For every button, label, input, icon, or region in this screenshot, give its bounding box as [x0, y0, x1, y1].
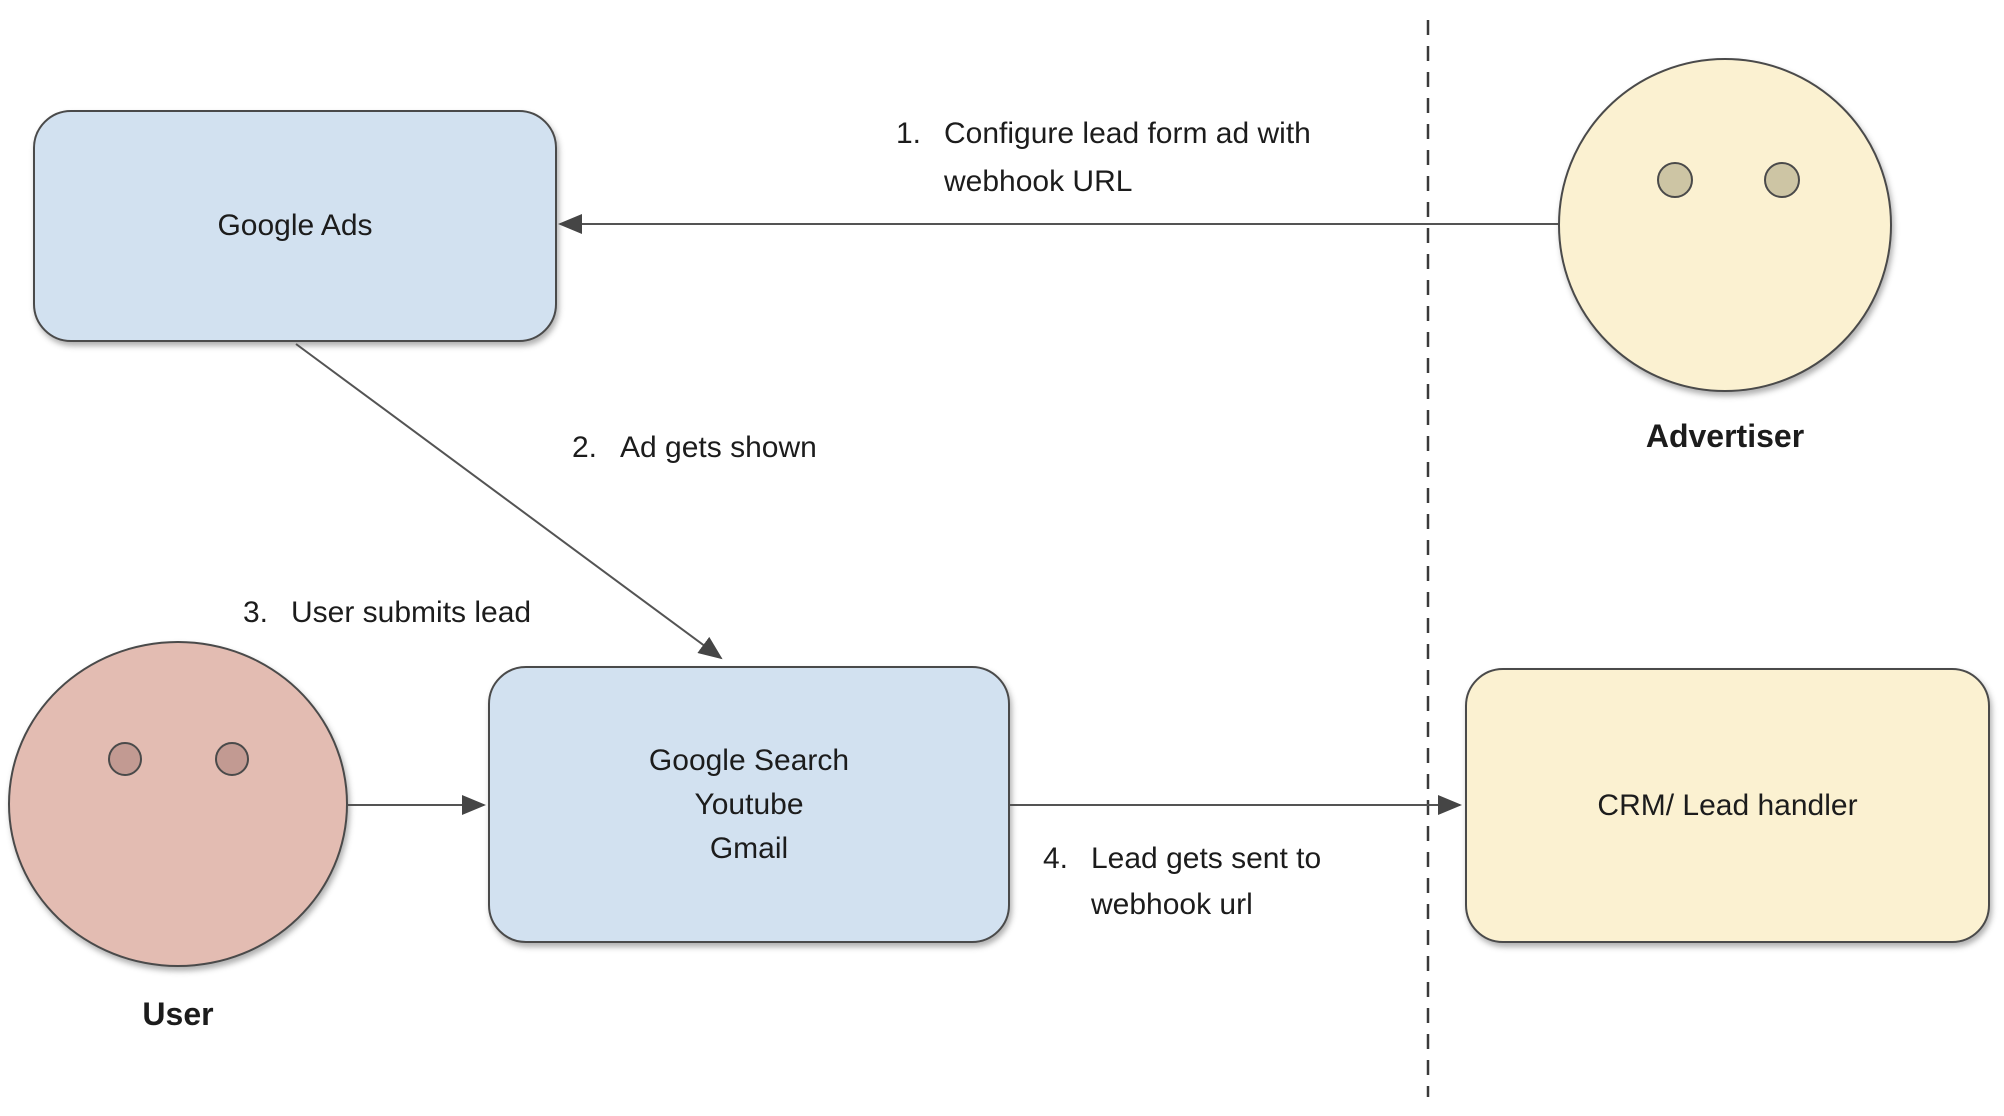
- step-4-line2: webhook url: [1091, 888, 1253, 921]
- advertiser-label: Advertiser: [1645, 418, 1805, 454]
- step-3-number: 3.: [243, 596, 269, 629]
- user-left-eye-icon: [108, 742, 142, 776]
- step-3-line1: User submits lead: [291, 596, 532, 629]
- step-2-number: 2.: [572, 431, 598, 464]
- step-4-label: 4. Lead gets sent to webhook url: [1043, 836, 1321, 928]
- google-ads-label: Google Ads: [217, 209, 373, 242]
- crm-label: CRM/ Lead handler: [1597, 788, 1858, 822]
- step-3-label: 3. User submits lead: [243, 589, 531, 637]
- google-ads-box: Google Ads: [33, 110, 557, 342]
- step-2-line1: Ad gets shown: [620, 431, 817, 464]
- user-label: User: [142, 996, 214, 1032]
- platforms-label-line1: Google Search: [648, 743, 850, 777]
- advertiser-left-eye-icon: [1657, 162, 1693, 198]
- step-4-line1: Lead gets sent to: [1091, 842, 1322, 875]
- advertiser-right-eye-icon: [1764, 162, 1800, 198]
- step-1-line1: Configure lead form ad with: [944, 117, 1311, 150]
- step-2-label: 2. Ad gets shown: [572, 424, 817, 472]
- platforms-label-line2: Youtube: [694, 787, 804, 821]
- user-right-eye-icon: [215, 742, 249, 776]
- advertiser-face-icon: [1558, 58, 1892, 392]
- step-1-label: 1. Configure lead form ad with webhook U…: [896, 110, 1311, 206]
- user-face-icon: [8, 641, 348, 967]
- crm-box: CRM/ Lead handler: [1465, 668, 1990, 943]
- step-1-line2: webhook URL: [944, 165, 1133, 198]
- platforms-label-line3: Gmail: [709, 831, 789, 865]
- step-1-number: 1.: [896, 117, 922, 150]
- step-4-number: 4.: [1043, 842, 1069, 875]
- platforms-box: Google Search Youtube Gmail: [488, 666, 1010, 943]
